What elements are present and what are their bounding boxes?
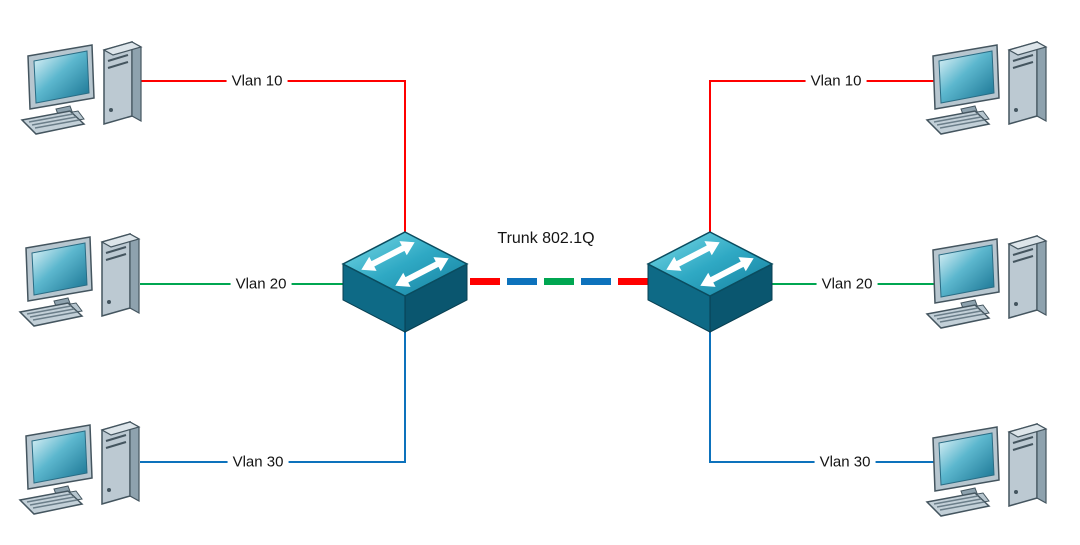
computer-icon (20, 28, 155, 140)
vlan30-link-left-v (404, 320, 406, 463)
vlan30-label-right: Vlan 30 (814, 453, 876, 471)
vlan30-label-left: Vlan 30 (227, 453, 289, 471)
computer-icon (18, 220, 153, 332)
trunk-label: Trunk 802.1Q (497, 230, 595, 247)
switch-icon (340, 224, 470, 342)
vlan10-label-right: Vlan 10 (805, 72, 867, 90)
vlan10-link-right-v (709, 80, 711, 245)
vlan10-label-left: Vlan 10 (226, 72, 288, 90)
trunk-segment (507, 278, 537, 285)
computer-icon (925, 222, 1060, 334)
vlan20-label-right: Vlan 20 (816, 275, 878, 293)
vlan10-link-left-v (404, 80, 406, 245)
trunk-segment (544, 278, 574, 285)
switch-icon (645, 224, 775, 342)
trunk-segment (470, 278, 500, 285)
computer-icon (925, 28, 1060, 140)
trunk-segment (581, 278, 611, 285)
vlan20-label-left: Vlan 20 (230, 275, 292, 293)
vlan30-link-right-v (709, 320, 711, 463)
trunk-segment (618, 278, 648, 285)
computer-icon (925, 410, 1060, 522)
computer-icon (18, 408, 153, 520)
